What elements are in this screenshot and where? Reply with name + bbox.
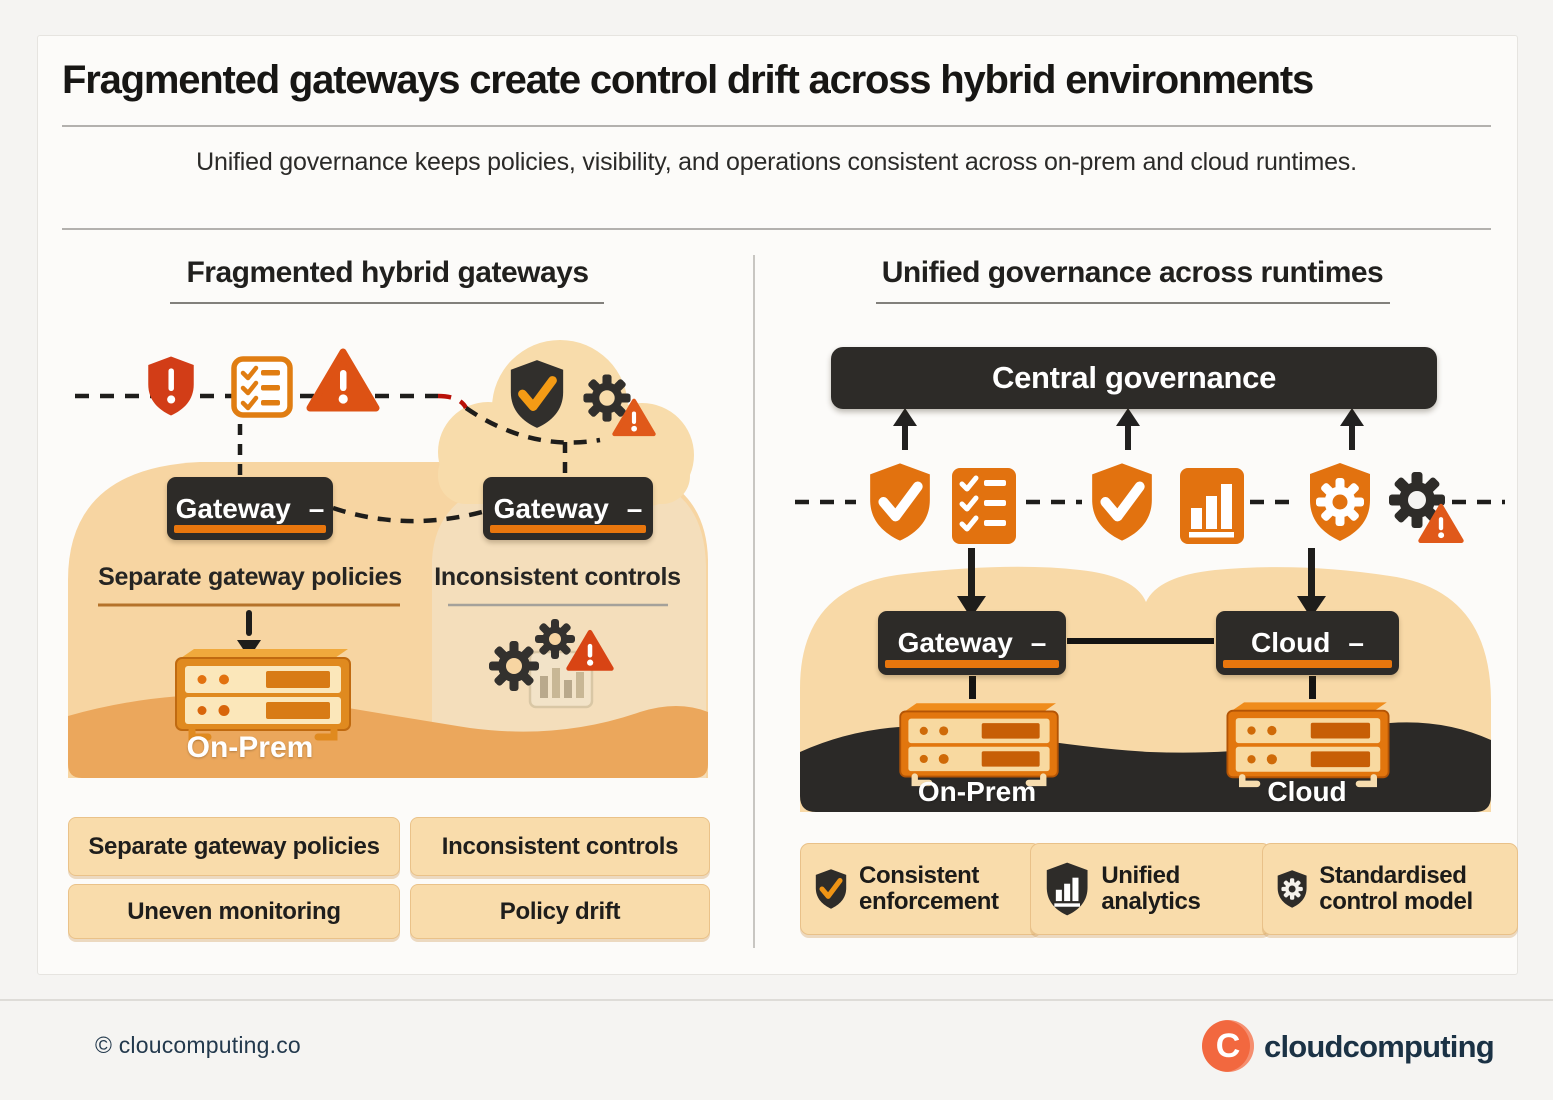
shield-check-dark-icon <box>815 869 847 909</box>
gateway-gateway-dashed-link <box>332 505 483 524</box>
gateway-box-stripe <box>885 660 1059 668</box>
central-governance-label: Central governance <box>991 360 1277 395</box>
gateway-box-onprem: Gateway – <box>167 477 333 540</box>
page-title: Fragmented gateways create control drift… <box>62 58 1314 102</box>
benefit-chip-label: Unified analytics <box>1101 862 1201 915</box>
issue-chip-label: Inconsistent controls <box>441 832 679 860</box>
server-icon-cloud-right <box>1226 702 1390 788</box>
shield-alert-icon <box>148 356 194 416</box>
warning-triangle-icon <box>566 629 614 671</box>
gateway-box-dash: – <box>1030 627 1047 658</box>
checklist-icon <box>231 356 293 418</box>
gear-small-dark-icon <box>535 619 575 659</box>
left-section-title: Fragmented hybrid gateways <box>186 256 589 289</box>
issue-chip-label: Policy drift <box>499 897 621 925</box>
shield-gear-dark-icon <box>1277 870 1307 908</box>
gateway-box-stripe <box>174 525 326 533</box>
policy-checklist-icon <box>952 468 1016 544</box>
up-arrows <box>893 408 1364 450</box>
benefit-chip-consistent-enforcement: Consistent enforcement <box>800 843 1041 935</box>
benefit-chip-unified-analytics: Unified analytics <box>1030 843 1271 935</box>
separate-policies-label: Separate gateway policies <box>98 563 402 591</box>
gear-dark-icon <box>583 374 631 422</box>
issue-chip: Policy drift <box>410 884 710 939</box>
red-dashed-link <box>437 393 469 410</box>
brand-logo-icon: C <box>1202 1020 1254 1072</box>
right-section-title: Unified governance across runtimes <box>881 256 1384 289</box>
cloud-box-right: Cloud – <box>1216 611 1399 675</box>
benefit-chip-label: Consistent enforcement <box>859 862 999 915</box>
central-governance-box: Central governance <box>831 347 1437 409</box>
copyright-text: © cloucomputing.co <box>95 1032 301 1058</box>
server-icon-onprem <box>175 649 351 741</box>
analytics-chart-icon <box>1180 468 1244 544</box>
issue-chip-label: Separate gateway policies <box>88 832 380 860</box>
cloud-box-dash: – <box>1348 627 1364 658</box>
gateway-box-dash: – <box>308 492 325 524</box>
warning-triangle-icon <box>306 348 380 412</box>
issue-chip: Separate gateway policies <box>68 817 400 876</box>
warning-triangle-small-icon <box>1418 503 1464 543</box>
cloud-box-label: Cloud <box>1251 627 1331 658</box>
warning-triangle-small-icon <box>612 398 656 437</box>
down-arrows <box>957 548 1326 618</box>
onprem-label: On-Prem <box>186 731 314 764</box>
benefit-chip-label: Standardised control model <box>1319 862 1473 915</box>
gear-alert-dark-icon <box>1389 472 1445 528</box>
onprem-label-right: On-Prem <box>917 776 1037 807</box>
server-icon-onprem-right <box>899 703 1059 787</box>
gear-large-dark-icon <box>489 641 539 691</box>
issue-chip-label: Uneven monitoring <box>127 897 341 925</box>
shield-check-orange-icon <box>1092 463 1152 541</box>
gateway-box-label: Gateway <box>493 492 609 524</box>
gateway-box-cloud-side: Gateway – <box>483 477 653 540</box>
brand-logo-letter: C <box>1215 1026 1241 1065</box>
gateway-box-stripe <box>490 525 646 533</box>
issue-chip: Inconsistent controls <box>410 817 710 876</box>
shield-check-orange-icon <box>870 463 930 541</box>
shield-check-dark-icon <box>510 360 564 428</box>
cloud-label-right: Cloud <box>1267 776 1347 807</box>
brand-name: cloudcomputing <box>1264 1029 1495 1064</box>
gateway-box-label: Gateway <box>175 492 291 524</box>
shield-gear-orange-icon <box>1310 463 1370 541</box>
benefit-chip-standardised-control: Standardised control model <box>1262 843 1518 935</box>
inconsistent-controls-label: Inconsistent controls <box>434 563 681 591</box>
gateway-box-dash: – <box>626 492 643 524</box>
issue-chip: Uneven monitoring <box>68 884 400 939</box>
cloud-box-stripe <box>1223 660 1392 668</box>
gateway-box-label: Gateway <box>897 627 1013 658</box>
shield-chart-dark-icon <box>1046 862 1088 916</box>
page-subtitle: Unified governance keeps policies, visib… <box>196 148 1357 176</box>
gateway-box-right: Gateway – <box>878 611 1066 675</box>
right-connectors <box>795 408 1505 699</box>
